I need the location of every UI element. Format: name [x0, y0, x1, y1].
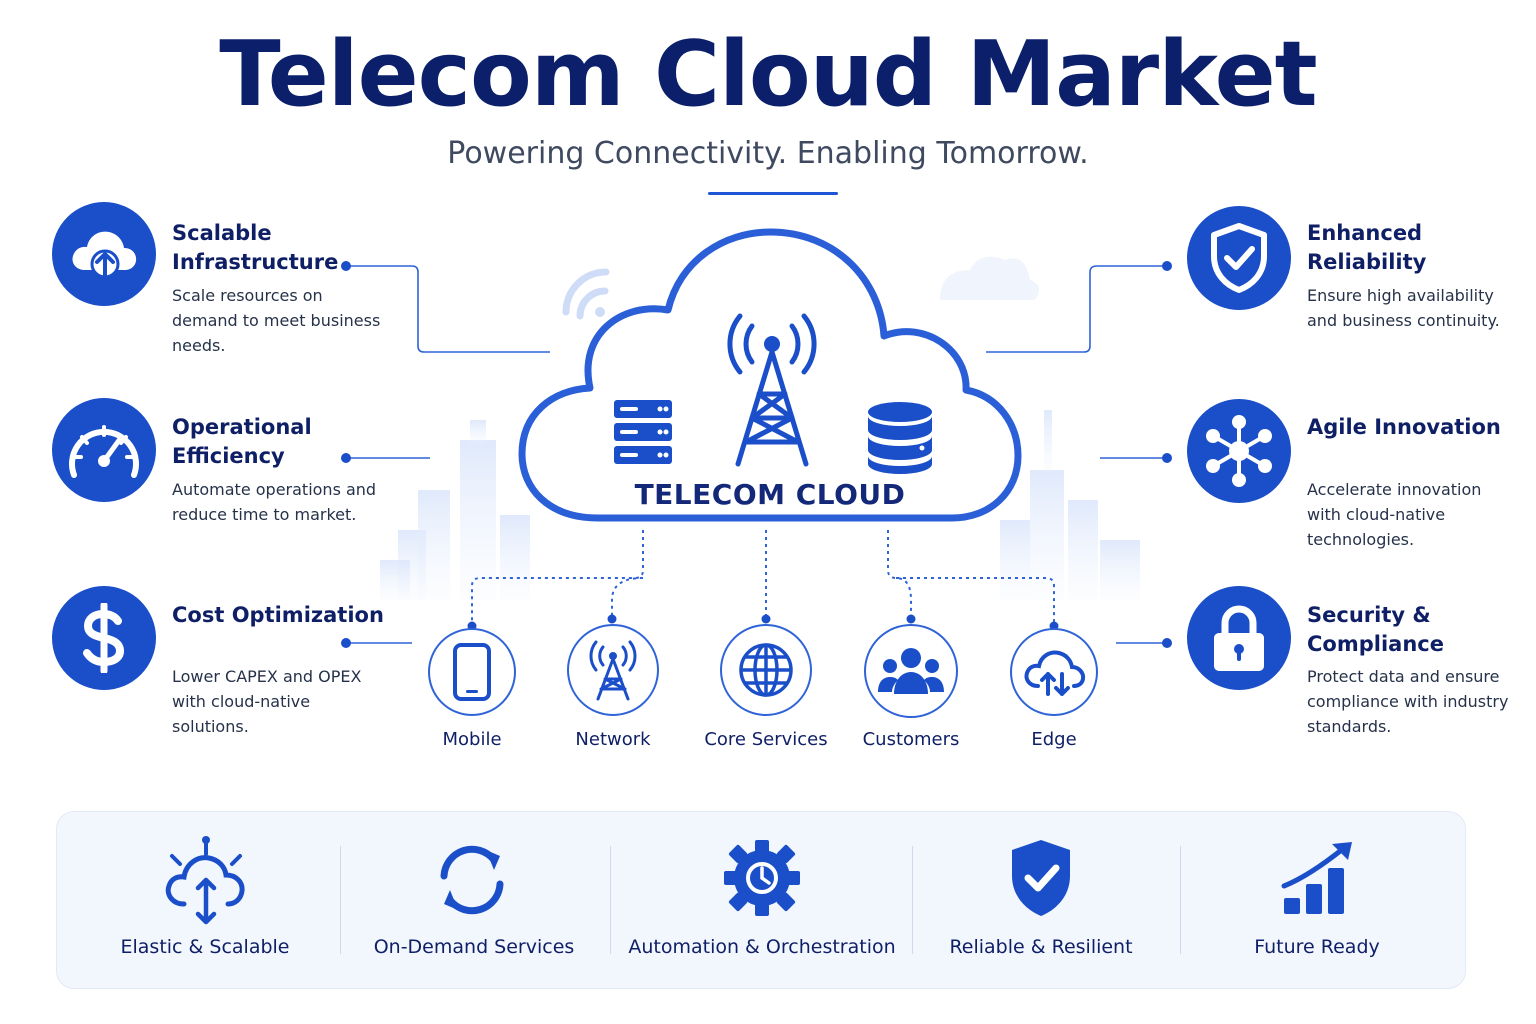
padlock-icon [1214, 605, 1264, 671]
server-rack-icon [614, 400, 672, 464]
dollar-icon [83, 603, 125, 673]
network-hub-icon [1206, 415, 1272, 487]
operational-efficiency-badge [52, 398, 156, 502]
endpoint-mobile [428, 628, 516, 716]
security-compliance-badge [1187, 586, 1291, 690]
endpoint-label-core-services: Core Services [704, 729, 828, 750]
users-icon [878, 648, 944, 694]
agile-innovation-badge [1187, 399, 1291, 503]
endpoint-label-edge: Edge [1031, 729, 1077, 750]
cloud-expand-icon [165, 836, 245, 925]
connector-scalable [346, 265, 550, 353]
feature-desc-reliability: Ensure high availability and business co… [1307, 286, 1500, 330]
feature-desc-efficiency: Automate operations and reduce time to m… [172, 480, 377, 524]
endpoint-label-network: Network [575, 729, 651, 750]
shield-check-icon [1211, 223, 1267, 293]
endpoint-network [567, 624, 659, 716]
link-mobile [471, 530, 644, 624]
title-underline [708, 192, 838, 195]
refresh-icon [440, 845, 504, 915]
benefit-divider [912, 846, 913, 954]
feature-desc-cost: Lower CAPEX and OPEX with cloud-native s… [172, 667, 362, 736]
speedometer-icon [69, 425, 139, 478]
link-edge [896, 577, 1055, 624]
city-skyline-right [1000, 410, 1140, 600]
benefit-divider [610, 846, 611, 954]
link-customers [887, 530, 912, 616]
connector-reliability [986, 265, 1167, 353]
benefit-divider [340, 846, 341, 954]
database-icon [868, 402, 932, 474]
scalable-infrastructure-badge [52, 202, 156, 306]
cloud-label: TELECOM CLOUD [634, 478, 906, 511]
endpoint-customers [864, 624, 958, 718]
shield-check-icon [1012, 840, 1070, 916]
feature-title-reliability: Enhanced Reliability [1307, 221, 1427, 274]
endpoint-label-mobile: Mobile [442, 729, 502, 750]
feature-title-scalable: Scalable Infrastructure [172, 221, 339, 274]
gear-icon [724, 840, 800, 916]
cloud-decor-icon [940, 256, 1039, 300]
cost-optimization-badge [52, 586, 156, 690]
page-subtitle: Powering Connectivity. Enabling Tomorrow… [447, 136, 1089, 171]
feature-desc-scalable: Scale resources on demand to meet busine… [172, 286, 381, 355]
cloud-sync-icon [1024, 650, 1086, 696]
endpoint-label-customers: Customers [862, 729, 960, 750]
cell-tower-icon [589, 640, 637, 701]
benefit-label-future: Future Ready [1254, 936, 1380, 958]
feature-desc-security: Protect data and ensure compliance with … [1307, 667, 1509, 736]
endpoint-edge [1010, 628, 1098, 716]
feature-title-cost: Cost Optimization [172, 603, 384, 627]
feature-desc-agile: Accelerate innovation with cloud-native … [1307, 480, 1482, 549]
page-title: Telecom Cloud Market [219, 22, 1317, 127]
smartphone-icon [453, 643, 491, 701]
benefit-label-automation: Automation & Orchestration [628, 936, 896, 958]
benefit-label-on-demand: On-Demand Services [373, 936, 575, 958]
cloud-upload-icon [72, 231, 137, 279]
benefit-divider [1180, 846, 1181, 954]
feature-title-efficiency: Operational Efficiency [172, 415, 312, 468]
wifi-decor-icon [562, 268, 610, 320]
feature-title-agile: Agile Innovation [1307, 415, 1501, 439]
feature-title-security: Security & Compliance [1307, 603, 1444, 656]
growth-chart-icon [1281, 842, 1352, 914]
globe-icon [739, 643, 793, 697]
endpoint-core-services [720, 624, 812, 716]
cell-tower-icon [727, 313, 817, 467]
city-skyline-left [380, 420, 530, 600]
link-network [611, 577, 644, 616]
benefit-label-elastic: Elastic & Scalable [120, 936, 290, 958]
benefit-label-reliable: Reliable & Resilient [949, 936, 1133, 958]
enhanced-reliability-badge [1187, 206, 1291, 310]
